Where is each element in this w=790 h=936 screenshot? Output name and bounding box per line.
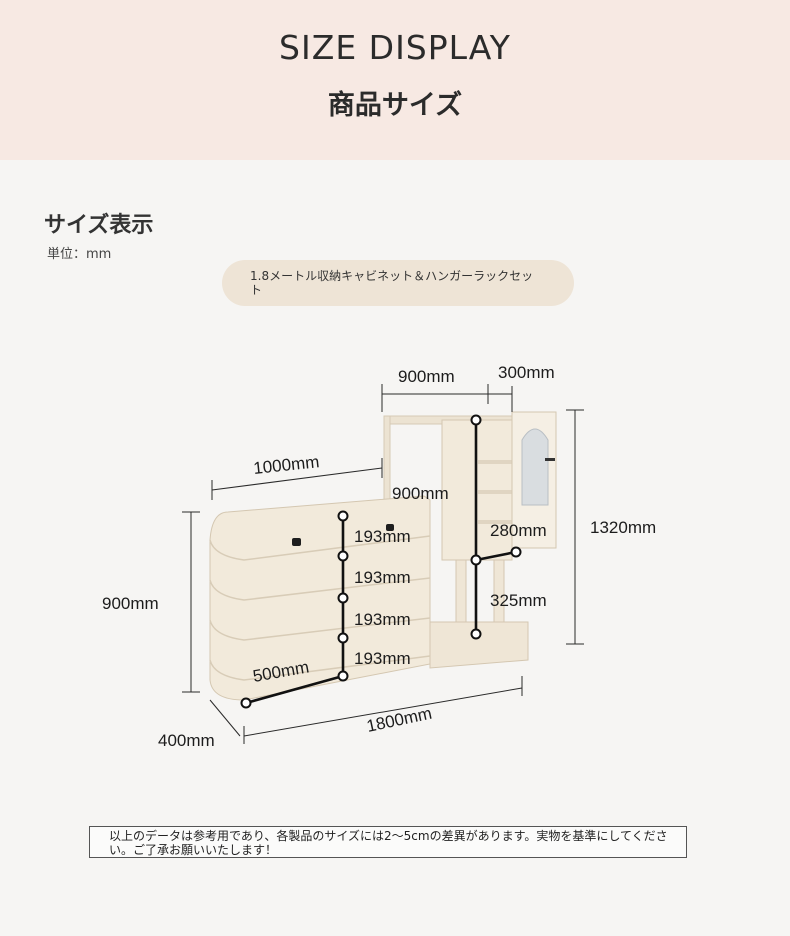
product-name-pill: 1.8メートル収納キャビネット＆ハンガーラックセット: [222, 260, 574, 306]
dim-cabinet-height: 900mm: [102, 594, 159, 613]
dimension-diagram: 900mm 300mm 1000mm 900mm 1320mm 193mm 19…: [102, 363, 656, 750]
dim-drawer-1: 193mm: [354, 527, 411, 546]
disclaimer-box: 以上のデータは参考用であり、各製品のサイズには2〜5cmの差異があります。実物を…: [89, 826, 687, 858]
header-banner: SIZE DISPLAY 商品サイズ: [0, 0, 790, 160]
product-name: 1.8メートル収納キャビネット＆ハンガーラックセット: [250, 269, 534, 297]
dim-top-width: 900mm: [398, 367, 455, 386]
dim-total-height: 1320mm: [590, 518, 656, 537]
dim-shelf-depth: 280mm: [490, 521, 547, 540]
section-title: サイズ表示: [44, 213, 154, 238]
dim-top-depth: 300mm: [498, 363, 555, 382]
drawer-lock-icon: [292, 538, 301, 546]
dim-total-width: 1800mm: [365, 704, 434, 736]
disclaimer-text: 以上のデータは参考用であり、各製品のサイズには2〜5cmの差異があります。実物を…: [109, 829, 668, 857]
dim-leg-height: 325mm: [490, 591, 547, 610]
measurement-dots: [240, 414, 522, 709]
dim-drawer-2: 193mm: [354, 568, 411, 587]
dim-drawer-4: 193mm: [354, 649, 411, 668]
drawer-lock-icon: [386, 524, 394, 531]
banner-title: SIZE DISPLAY: [279, 28, 511, 67]
dimension-lines: [182, 384, 584, 744]
unit-label: 単位：mm: [47, 247, 112, 262]
dim-inner-height: 900mm: [392, 484, 449, 503]
dim-cabinet-width: 1000mm: [252, 452, 320, 478]
dim-total-depth: 400mm: [158, 731, 215, 750]
banner-subtitle: 商品サイズ: [327, 90, 463, 121]
dim-drawer-3: 193mm: [354, 610, 411, 629]
